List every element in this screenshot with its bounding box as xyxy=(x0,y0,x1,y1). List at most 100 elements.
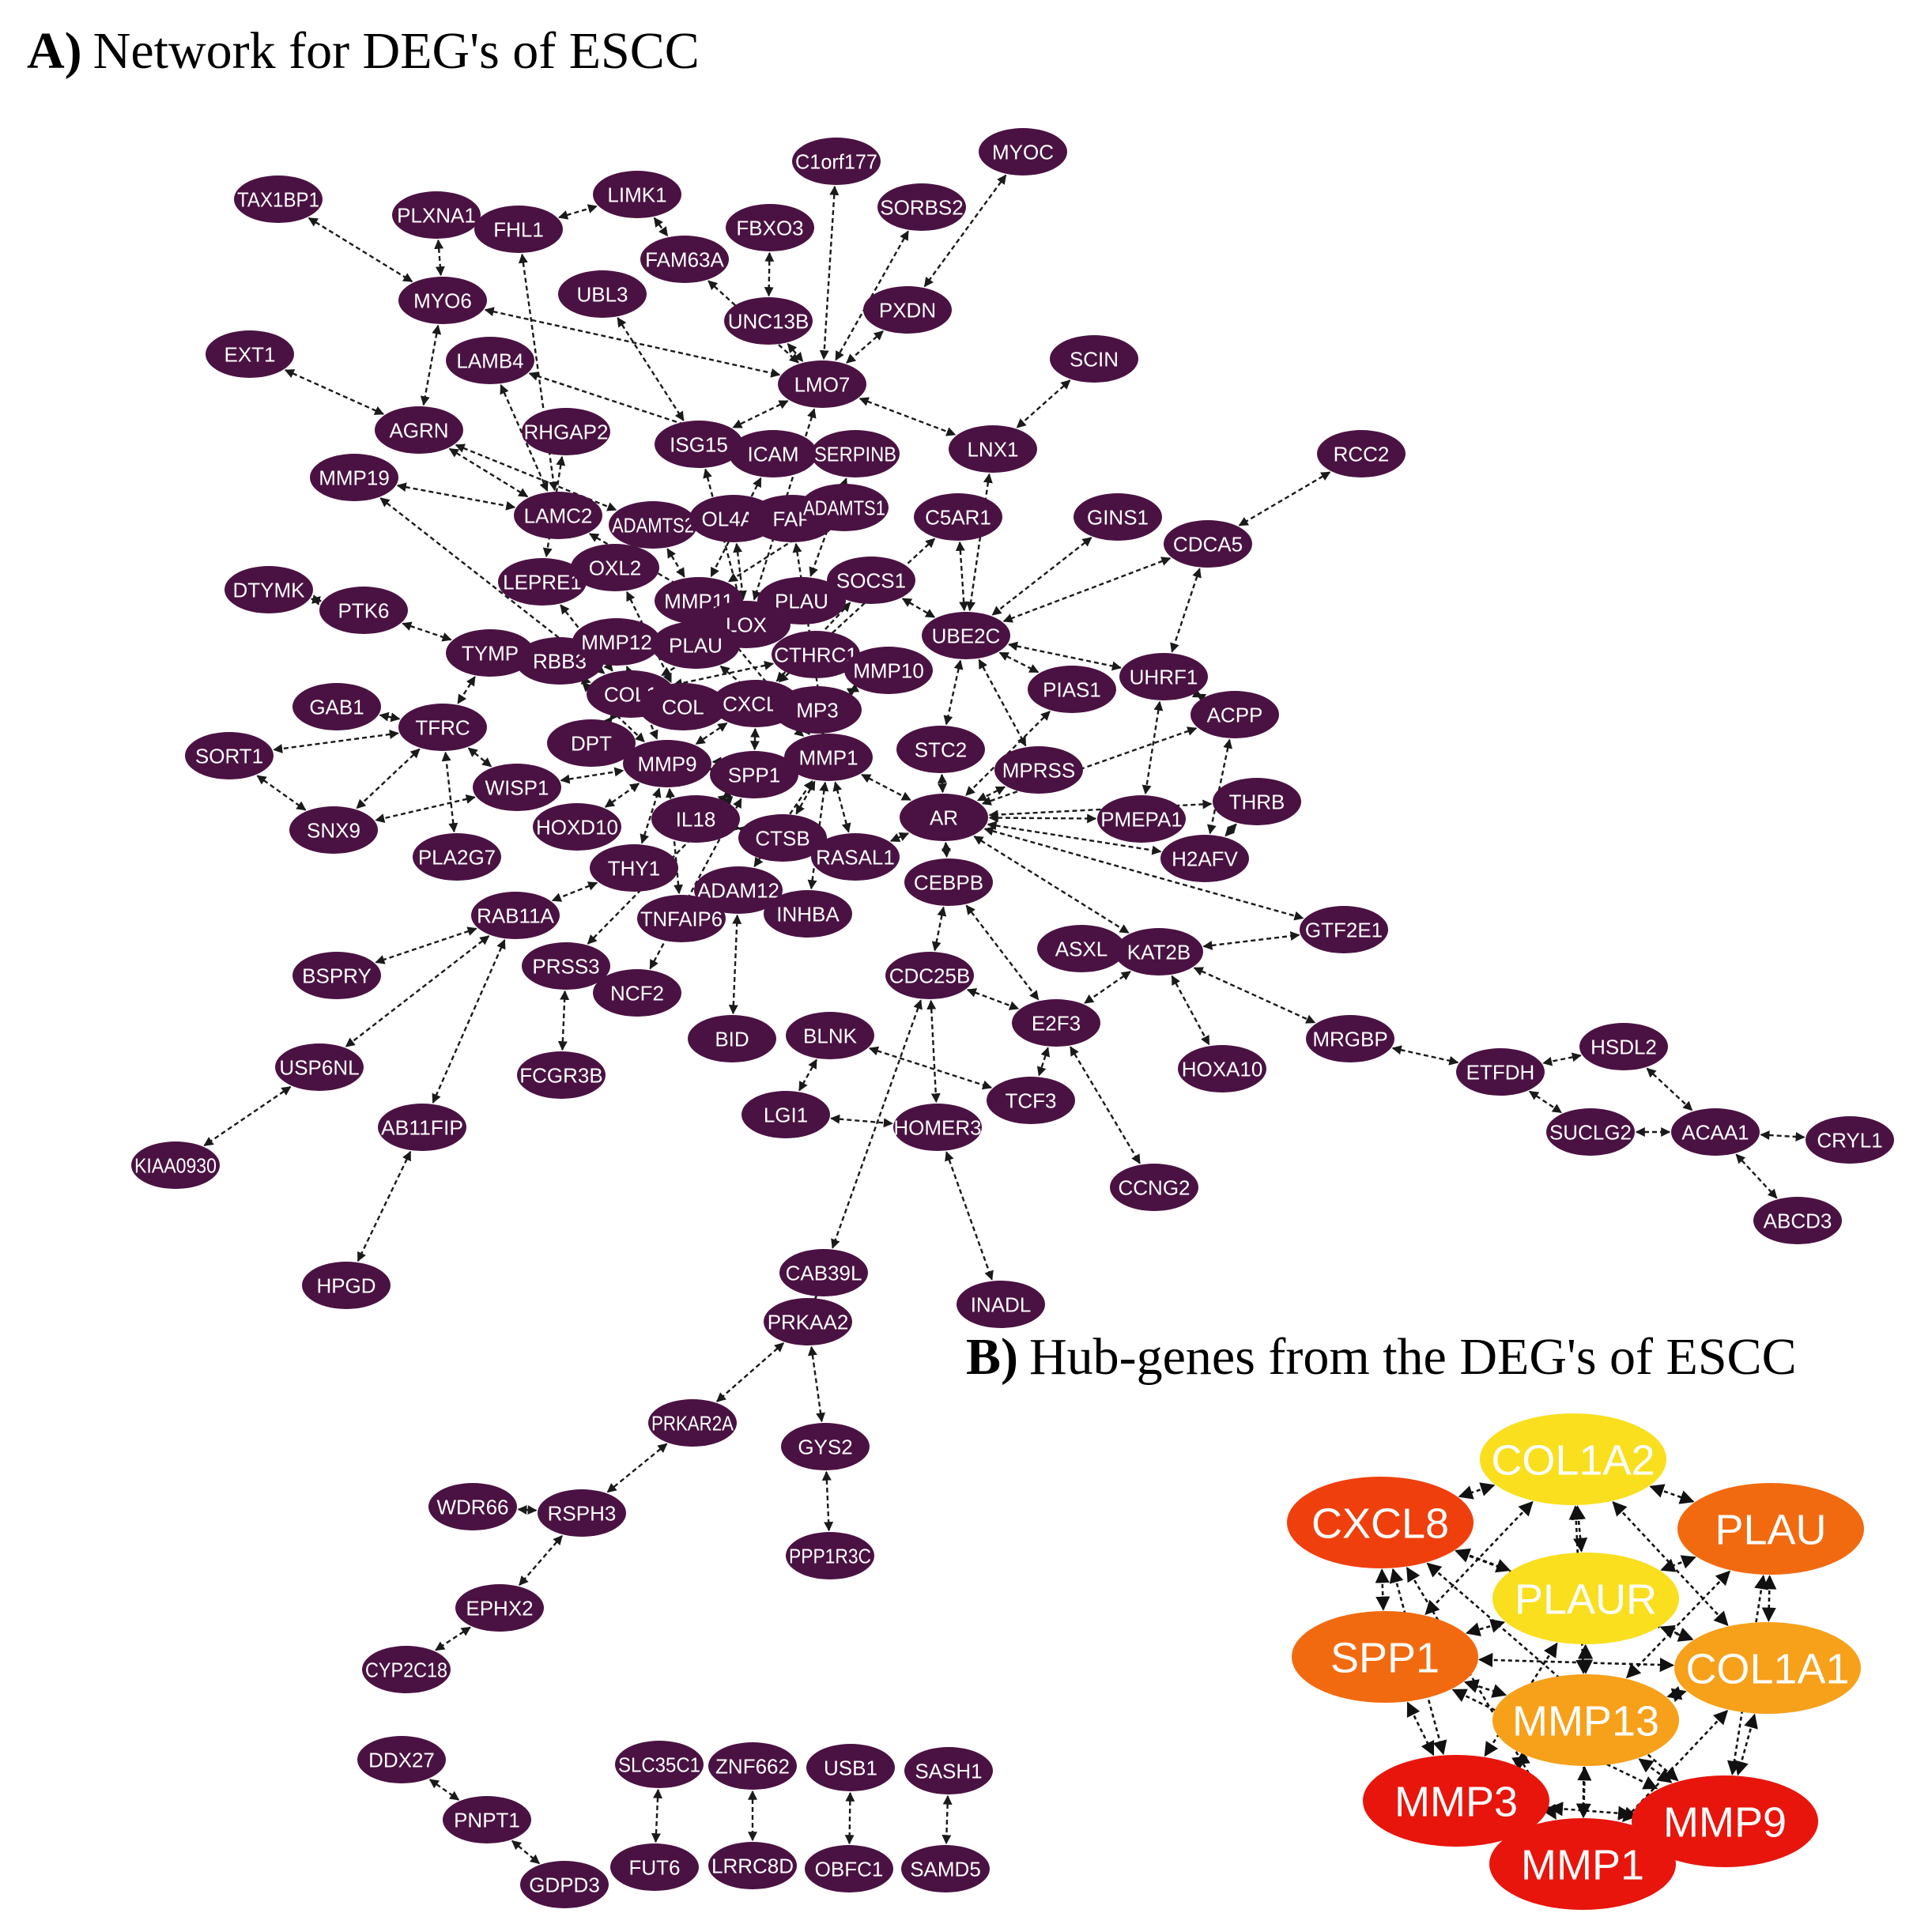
node-ext1[interactable]: EXT1 xyxy=(206,330,294,378)
node-lnx1[interactable]: LNX1 xyxy=(949,425,1037,473)
node-usp6nl[interactable]: USP6NL xyxy=(275,1043,364,1091)
node-serpinb[interactable]: SERPINB xyxy=(811,430,900,477)
node-inadl[interactable]: INADL xyxy=(957,1281,1045,1328)
node-hoxd10[interactable]: HOXD10 xyxy=(533,803,621,851)
node-cryl1[interactable]: CRYL1 xyxy=(1806,1116,1894,1164)
node-tnfaip6[interactable]: TNFAIP6 xyxy=(637,895,726,942)
node-lmo7[interactable]: LMO7 xyxy=(778,360,866,408)
node-prkaa2[interactable]: PRKAA2 xyxy=(764,1298,852,1345)
node-cdc25b[interactable]: CDC25B xyxy=(885,952,974,999)
node-znf662[interactable]: ZNF662 xyxy=(708,1742,797,1790)
node-lepre1[interactable]: LEPRE1 xyxy=(498,558,587,606)
node-ube2c[interactable]: UBE2C xyxy=(922,612,1010,659)
node-plaur[interactable]: PLAU xyxy=(651,621,740,669)
node-homer3[interactable]: HOMER3 xyxy=(893,1104,982,1151)
node-rasal1[interactable]: RASAL1 xyxy=(811,833,900,881)
hub-node-mmp3[interactable]: MMP3 xyxy=(1363,1755,1549,1847)
node-sorbs2[interactable]: SORBS2 xyxy=(877,183,966,231)
node-uhrf1[interactable]: UHRF1 xyxy=(1119,653,1208,700)
node-ctsb[interactable]: CTSB xyxy=(738,814,827,862)
node-myo6[interactable]: MYO6 xyxy=(398,277,487,324)
node-rsph3[interactable]: RSPH3 xyxy=(538,1489,626,1537)
node-thy1[interactable]: THY1 xyxy=(590,844,678,892)
node-ubl3[interactable]: UBL3 xyxy=(558,270,647,318)
node-adamts2[interactable]: ADAMTS2 xyxy=(609,501,697,549)
node-spp1[interactable]: SPP1 xyxy=(710,751,798,798)
node-e2f3[interactable]: E2F3 xyxy=(1012,999,1100,1047)
node-abcd3[interactable]: ABCD3 xyxy=(1753,1197,1842,1244)
node-tax1bp1[interactable]: TAX1BP1 xyxy=(234,175,323,223)
node-inhba[interactable]: INHBA xyxy=(764,890,852,938)
node-acaa1[interactable]: ACAA1 xyxy=(1671,1108,1760,1156)
node-prkar2a[interactable]: PRKAR2A xyxy=(648,1399,737,1447)
node-bspry[interactable]: BSPRY xyxy=(292,952,381,999)
node-loxl2[interactable]: OXL2 xyxy=(571,544,659,591)
node-dpt[interactable]: DPT xyxy=(547,719,636,767)
node-lgi1[interactable]: LGI1 xyxy=(741,1091,830,1138)
node-h2afv[interactable]: H2AFV xyxy=(1160,835,1249,882)
node-timp10[interactable]: MMP10 xyxy=(844,647,933,694)
node-isg15[interactable]: ISG15 xyxy=(655,421,743,468)
node-icam[interactable]: ICAM xyxy=(729,430,817,477)
hub-node-mmp13[interactable]: MMP13 xyxy=(1492,1674,1679,1766)
node-ppp1r3c[interactable]: PPP1R3C xyxy=(786,1532,874,1579)
node-ccng2[interactable]: CCNG2 xyxy=(1110,1164,1198,1211)
node-ar[interactable]: AR xyxy=(900,794,988,841)
node-wisp1[interactable]: WISP1 xyxy=(473,764,561,811)
node-mmp1[interactable]: MMP1 xyxy=(784,734,873,781)
node-limk1[interactable]: LIMK1 xyxy=(593,171,681,218)
node-tcf3[interactable]: TCF3 xyxy=(987,1077,1075,1124)
node-samd5[interactable]: SAMD5 xyxy=(901,1845,990,1892)
hub-node-spp1[interactable]: SPP1 xyxy=(1292,1611,1478,1703)
node-gys2[interactable]: GYS2 xyxy=(781,1423,870,1470)
node-pias1[interactable]: PIAS1 xyxy=(1028,666,1116,713)
node-blnk[interactable]: BLNK xyxy=(786,1012,874,1059)
node-pla2g7[interactable]: PLA2G7 xyxy=(413,833,501,881)
node-mmp9[interactable]: MMP9 xyxy=(623,740,711,787)
hub-node-plaur[interactable]: PLAUR xyxy=(1492,1553,1679,1644)
node-ptk6[interactable]: PTK6 xyxy=(319,587,408,634)
node-cthrc1[interactable]: CTHRC1 xyxy=(772,631,860,678)
node-mrgbp[interactable]: MRGBP xyxy=(1306,1015,1394,1062)
node-hpgd[interactable]: HPGD xyxy=(302,1262,391,1309)
hub-node-cxcl8[interactable]: CXCL8 xyxy=(1287,1477,1474,1568)
node-fcgr3b[interactable]: FCGR3B xyxy=(517,1051,606,1099)
node-cdca5[interactable]: CDCA5 xyxy=(1164,520,1252,568)
node-slc35c1[interactable]: SLC35C1 xyxy=(615,1741,704,1788)
node-thrb[interactable]: THRB xyxy=(1213,778,1301,825)
node-snx9[interactable]: SNX9 xyxy=(289,806,378,854)
node-fut6[interactable]: FUT6 xyxy=(610,1843,699,1891)
node-arhgap2[interactable]: RHGAP2 xyxy=(522,408,610,455)
node-stc2[interactable]: STC2 xyxy=(896,726,985,773)
node-rab11fip[interactable]: AB11FIP xyxy=(378,1104,466,1151)
node-usb1[interactable]: USB1 xyxy=(806,1744,895,1791)
node-mmp19[interactable]: MMP19 xyxy=(310,454,398,501)
node-col1a2[interactable]: COL xyxy=(639,683,727,730)
node-prss3[interactable]: PRSS3 xyxy=(522,942,610,990)
node-c1orf177[interactable]: C1orf177 xyxy=(792,138,881,185)
node-kat2b[interactable]: KAT2B xyxy=(1115,928,1203,975)
node-gtf2e1[interactable]: GTF2E1 xyxy=(1300,906,1388,953)
node-cebpb[interactable]: CEBPB xyxy=(904,858,993,906)
node-mmp3[interactable]: MP3 xyxy=(773,686,862,734)
node-myoc[interactable]: MYOC xyxy=(979,128,1067,175)
hub-node-col1a2[interactable]: COL1A2 xyxy=(1480,1413,1666,1505)
node-c5ar1[interactable]: C5AR1 xyxy=(914,493,1002,541)
node-cab39l[interactable]: CAB39L xyxy=(779,1249,868,1296)
node-ephx2[interactable]: EPHX2 xyxy=(455,1584,544,1632)
node-adamts1[interactable]: ADAMTS1 xyxy=(800,484,889,531)
node-pmepa1[interactable]: PMEPA1 xyxy=(1097,795,1186,843)
node-ddx27[interactable]: DDX27 xyxy=(357,1736,446,1783)
node-agrn[interactable]: AGRN xyxy=(375,406,463,454)
node-socs1[interactable]: SOCS1 xyxy=(827,557,915,604)
node-tmprss[interactable]: MPRSS xyxy=(994,746,1083,794)
hub-node-mmp1[interactable]: MMP1 xyxy=(1489,1818,1676,1910)
node-tfrc[interactable]: TFRC xyxy=(398,704,487,751)
node-hoxa10[interactable]: HOXA10 xyxy=(1178,1045,1266,1092)
node-obfc1[interactable]: OBFC1 xyxy=(805,1845,893,1892)
node-cyp2c18[interactable]: CYP2C18 xyxy=(362,1646,451,1693)
node-suclg2[interactable]: SUCLG2 xyxy=(1546,1108,1635,1156)
node-etfdh[interactable]: ETFDH xyxy=(1456,1048,1545,1096)
node-ncf2[interactable]: NCF2 xyxy=(593,969,681,1017)
node-rab11a[interactable]: RAB11A xyxy=(471,892,560,939)
